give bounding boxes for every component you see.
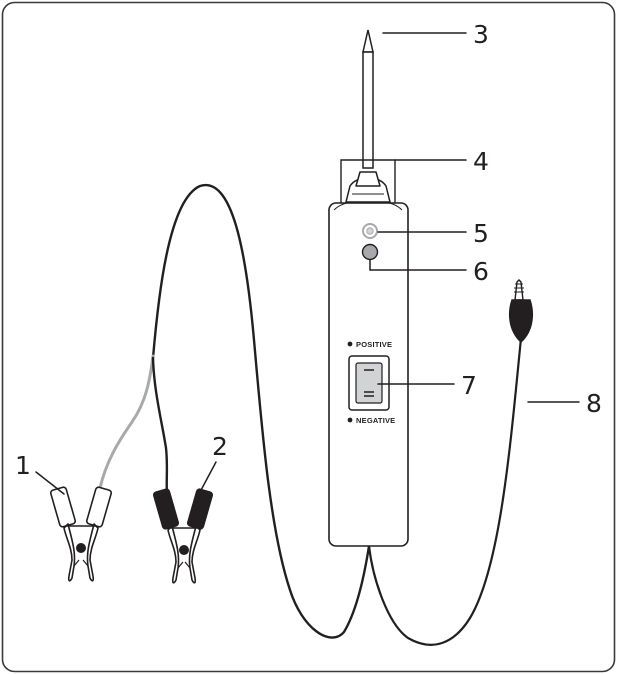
callout-3: 3 bbox=[473, 20, 489, 49]
tip-collar bbox=[345, 171, 391, 203]
alligator-clip-2 bbox=[152, 488, 214, 584]
grey-wire bbox=[98, 354, 155, 490]
callout-1: 1 bbox=[15, 451, 31, 480]
indicator-led bbox=[362, 223, 378, 239]
leader-1 bbox=[35, 471, 65, 495]
leader-2 bbox=[199, 461, 217, 493]
callout-5: 5 bbox=[473, 219, 489, 248]
auxiliary-cable bbox=[367, 336, 523, 646]
auxiliary-lead-plug bbox=[508, 279, 534, 343]
round-button bbox=[361, 243, 379, 261]
alligator-clip-1 bbox=[49, 486, 113, 582]
negative-dot bbox=[347, 417, 353, 423]
body-shoulder bbox=[333, 201, 403, 211]
callout-6: 6 bbox=[473, 257, 489, 286]
probe-tip bbox=[362, 29, 374, 169]
callout-7: 7 bbox=[461, 371, 477, 400]
rocker-switch bbox=[348, 355, 390, 411]
main-cable-loop bbox=[151, 183, 371, 639]
black-wire bbox=[151, 356, 169, 496]
collar-bracket bbox=[340, 159, 396, 212]
callout-4: 4 bbox=[473, 147, 489, 176]
positive-label: POSITIVE bbox=[356, 340, 392, 349]
negative-label: NEGATIVE bbox=[356, 416, 395, 425]
callout-2: 2 bbox=[212, 432, 228, 461]
callout-8: 8 bbox=[586, 389, 602, 418]
positive-dot bbox=[347, 341, 353, 347]
